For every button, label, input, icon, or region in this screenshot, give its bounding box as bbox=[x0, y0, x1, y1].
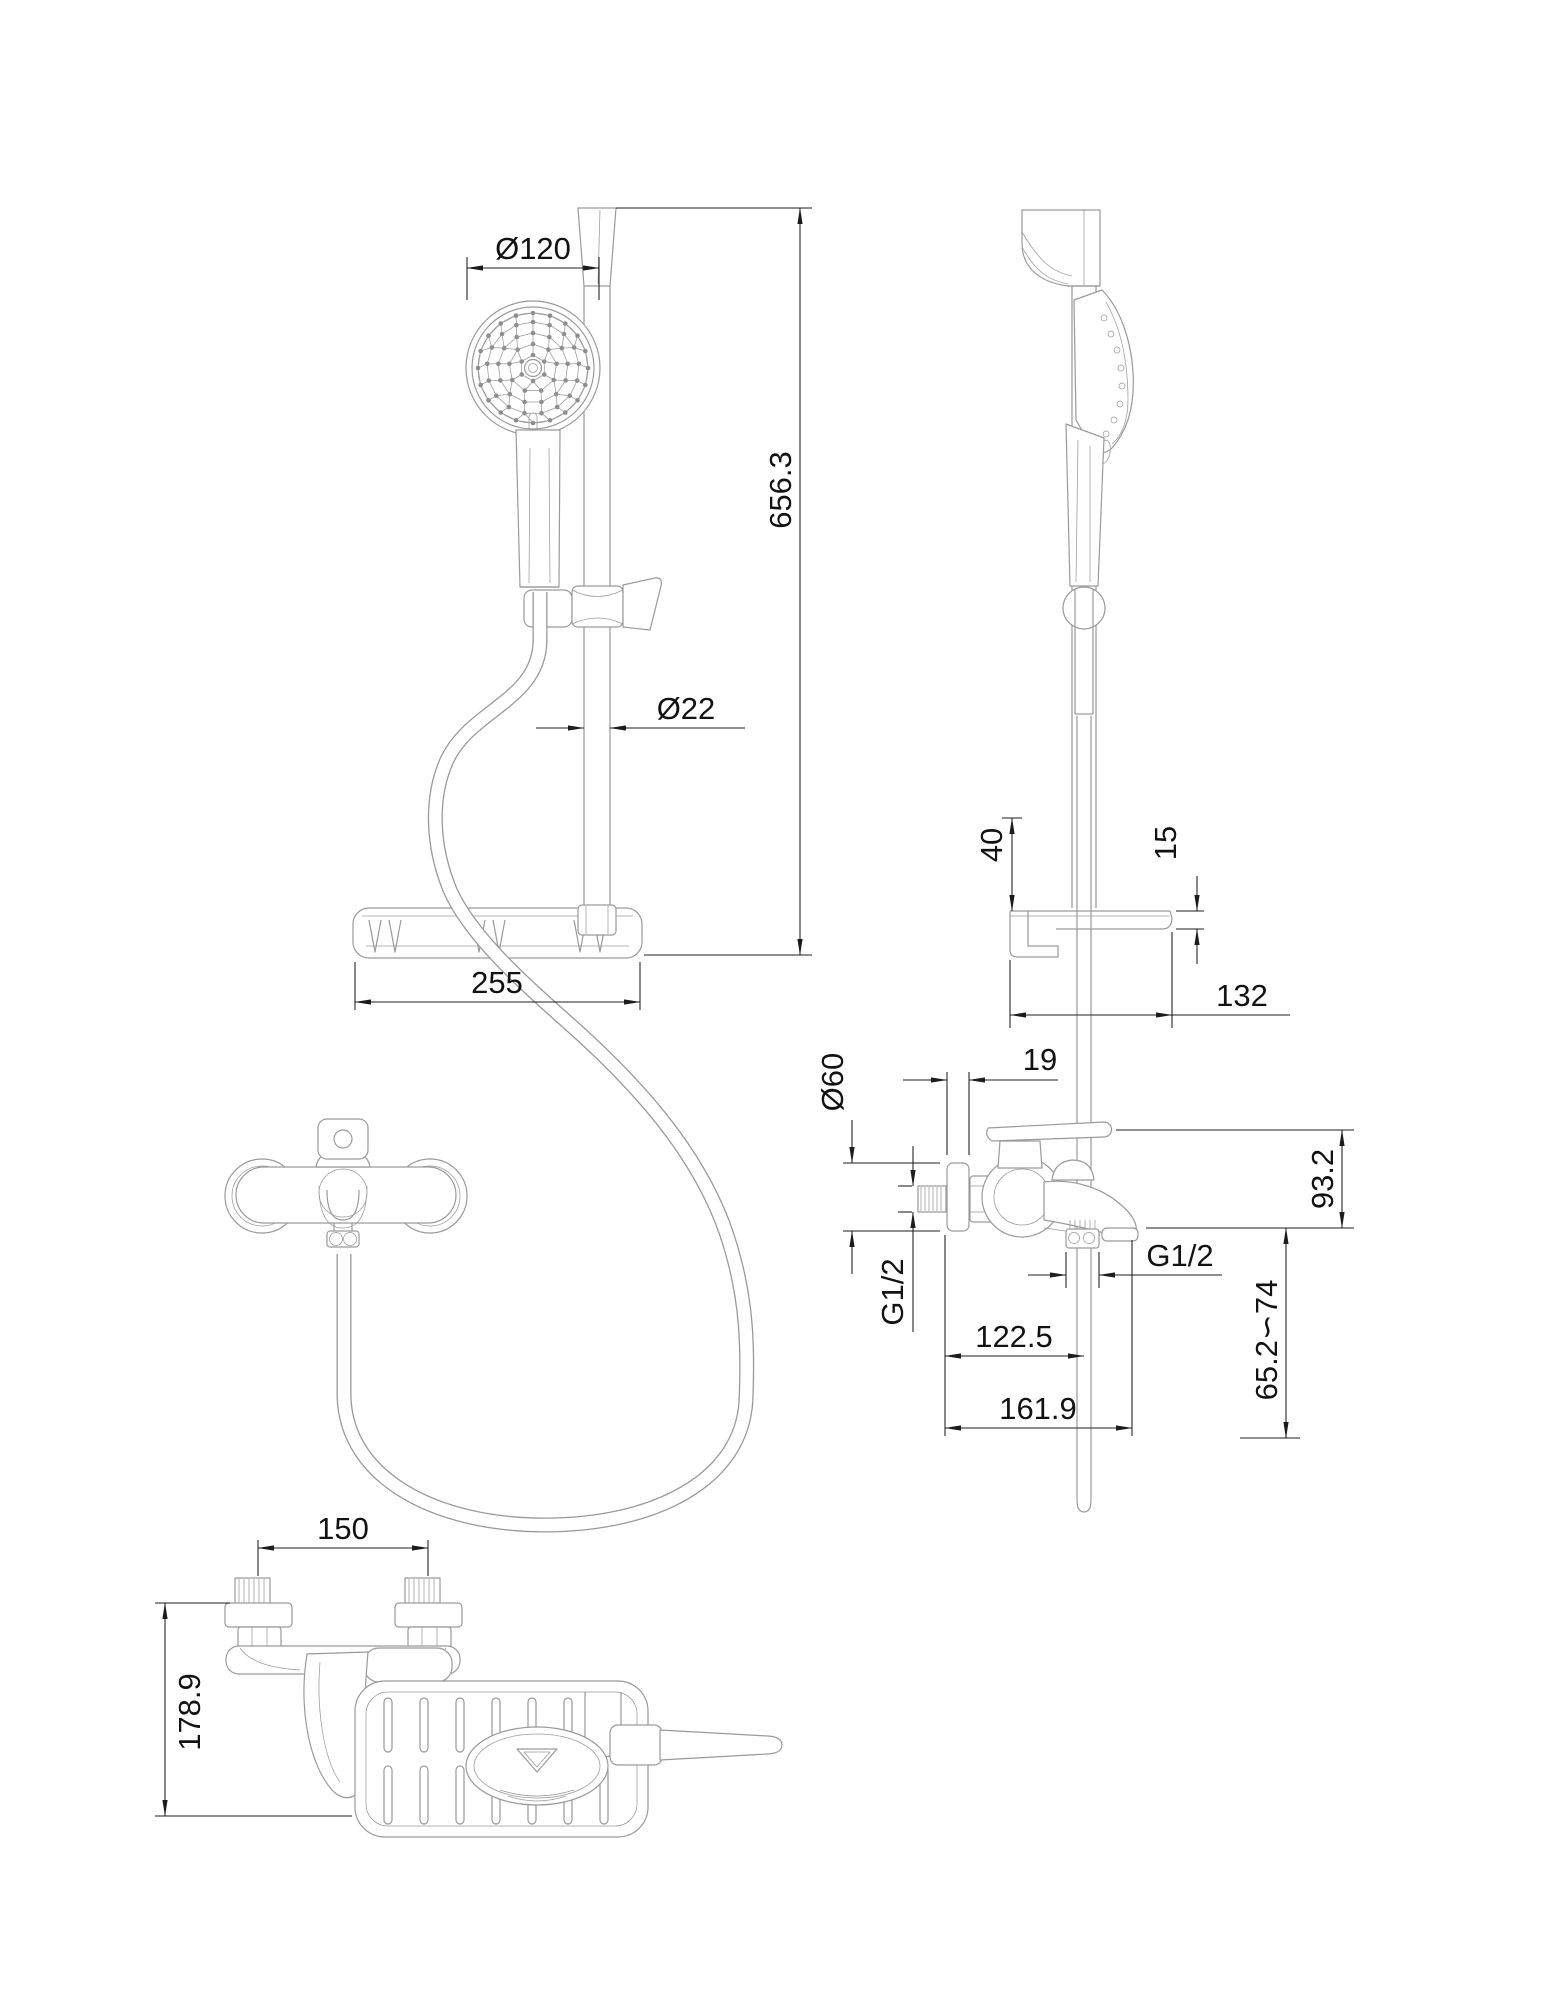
dim-shelf-thickness: 15 bbox=[1148, 826, 1183, 860]
hand-shower-head bbox=[465, 300, 601, 438]
hand-shower-side bbox=[1065, 289, 1134, 587]
hose-outlet-nut-side bbox=[1065, 1228, 1100, 1249]
inlet-connections bbox=[224, 1577, 463, 1649]
dim-shelf-depth: 132 bbox=[1216, 978, 1268, 1013]
slide-bar-side bbox=[1021, 209, 1101, 908]
dim-inlet-thread: G1/2 bbox=[875, 1258, 910, 1325]
hand-shower-handle-side bbox=[1065, 423, 1105, 587]
hose-outlet-nut-front bbox=[326, 1230, 360, 1248]
side-view: 40 15 132 19 Ø60 bbox=[815, 209, 1354, 1513]
front-dimensions: Ø120 656.3 Ø22 255 bbox=[354, 207, 812, 1010]
hand-shower-handle bbox=[515, 429, 561, 588]
dim-inlet-spacing: 150 bbox=[317, 1511, 369, 1546]
slider-bracket bbox=[523, 577, 662, 631]
mixer-lever-side bbox=[986, 1121, 1113, 1142]
dim-shelf-width: 255 bbox=[471, 965, 523, 1000]
wall-inlet-nipple bbox=[917, 1185, 947, 1213]
soap-shelf-side bbox=[1009, 910, 1173, 958]
mixer-front bbox=[224, 1118, 468, 1248]
top-view: 150 178.9 bbox=[155, 1511, 783, 1838]
front-view: Ø120 656.3 Ø22 255 bbox=[224, 207, 812, 1533]
tub-spout-top bbox=[363, 1647, 453, 1683]
dim-outlet-thread: G1/2 bbox=[1146, 1238, 1213, 1273]
dim-shelf-rise: 40 bbox=[974, 828, 1009, 862]
dim-bar-diameter: Ø22 bbox=[657, 691, 716, 726]
dim-hose-drop-range: 65.2∽74 bbox=[1249, 1280, 1284, 1401]
wall-flange-side bbox=[946, 1162, 970, 1232]
dim-wall-to-outlet: 122.5 bbox=[975, 1319, 1053, 1354]
tub-spout-side bbox=[1043, 1180, 1137, 1234]
side-dimensions: 40 15 132 19 Ø60 bbox=[815, 817, 1354, 1439]
soap-shelf-front bbox=[352, 904, 643, 959]
mixer-top bbox=[225, 1645, 461, 1799]
nozzle-pattern bbox=[475, 310, 591, 426]
shower-hose-front bbox=[336, 592, 755, 1533]
dim-flange-offset: 19 bbox=[1023, 1042, 1057, 1077]
head-grip-top bbox=[659, 1729, 783, 1761]
shower-hose-side bbox=[1076, 716, 1092, 1513]
dim-bar-height: 656.3 bbox=[763, 451, 798, 529]
dim-flange-diameter: Ø60 bbox=[815, 1053, 850, 1112]
slider-bracket-side bbox=[1062, 586, 1106, 715]
mixer-side bbox=[917, 1121, 1139, 1249]
dim-head-diameter: Ø120 bbox=[495, 231, 571, 266]
mixer-handle-front bbox=[317, 1118, 369, 1160]
top-dimensions: 150 178.9 bbox=[155, 1511, 429, 1817]
dim-wall-to-spout-tip: 161.9 bbox=[999, 1391, 1077, 1426]
dim-body-height: 93.2 bbox=[1305, 1149, 1340, 1209]
slide-bar bbox=[577, 207, 617, 908]
dim-overall-depth: 178.9 bbox=[172, 1673, 207, 1751]
head-in-dish bbox=[465, 1726, 609, 1806]
soap-dish-top bbox=[354, 1680, 783, 1838]
